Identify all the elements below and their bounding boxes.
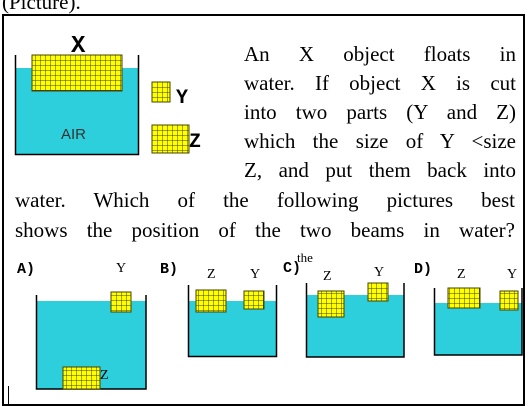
frame-divider	[8, 386, 9, 406]
option-c-y-block	[367, 282, 389, 302]
option-b-figure	[187, 285, 278, 358]
question-line-3: into two parts (Y and Z)	[244, 100, 516, 124]
object-x-block	[31, 54, 123, 92]
option-d-z-label: Z	[457, 267, 466, 282]
overlap-word: the	[297, 250, 313, 265]
option-c-z-block	[317, 290, 345, 318]
cut-title: (Picture).	[2, 0, 81, 14]
option-a-z-block	[62, 366, 101, 390]
option-b-letter: B)	[160, 261, 179, 278]
question-line-5: Z, and put them back into	[244, 158, 516, 182]
container-label: AIR	[61, 126, 87, 143]
option-d-z-block	[447, 287, 481, 309]
object-x-label: X	[71, 33, 86, 60]
option-b-y-block	[243, 290, 265, 310]
question-line-7: shows the position of the two beams in w…	[15, 218, 515, 242]
option-a-z-label: Z	[100, 368, 109, 383]
option-d-letter: D)	[414, 261, 433, 278]
option-a-y-label: Y	[116, 261, 127, 276]
option-a-y-block	[110, 291, 132, 313]
option-b-z-label: Z	[207, 267, 216, 282]
option-c-figure	[305, 282, 405, 358]
option-a-figure	[35, 291, 147, 390]
option-b-z-block	[195, 289, 227, 313]
option-c-z-label: Z	[323, 269, 332, 284]
legend-y-block	[151, 81, 171, 103]
option-c-y-label: Y	[374, 265, 385, 280]
option-d-y-block	[499, 290, 519, 311]
option-a-letter: A)	[17, 261, 36, 278]
question-line-1: An X object floats in	[244, 42, 516, 66]
option-d-figure	[433, 287, 523, 356]
legend-z-block	[151, 124, 190, 154]
question-line-2: water. If object X is cut	[244, 71, 516, 95]
main-container-figure	[14, 54, 140, 156]
question-line-4: which the size of Y <size	[244, 129, 516, 153]
legend-z-label: Z	[189, 131, 202, 154]
question-line-6: water. Which of the following pictures b…	[15, 188, 515, 212]
option-c-letter: C)	[283, 260, 302, 277]
legend-y-label: Y	[176, 87, 189, 110]
option-d-y-label: Y	[507, 267, 518, 282]
option-b-y-label: Y	[250, 267, 261, 282]
